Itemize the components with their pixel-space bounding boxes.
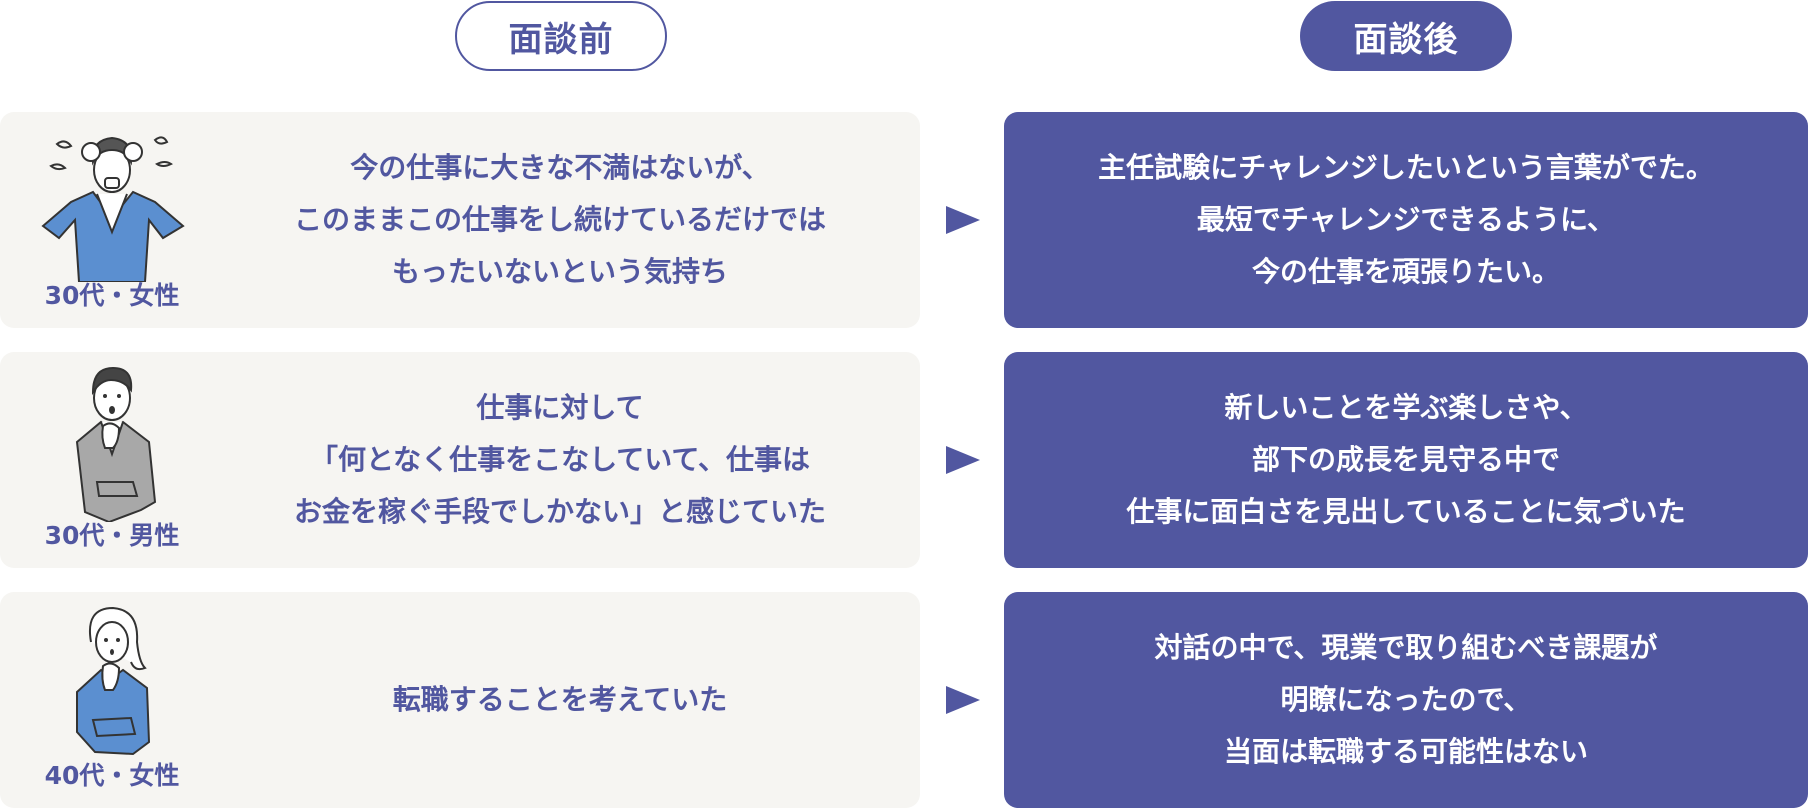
persona: 30代・男性 [20,362,204,562]
persona: 30代・女性 [20,122,204,322]
comparison-row: 30代・女性 今の仕事に大きな不満はないが、 このままこの仕事をし続けているだけ… [0,112,1808,328]
comparison-row: 30代・男性 仕事に対して 「何となく仕事をこなしていて、仕事は お金を稼ぐ手段… [0,352,1808,568]
before-card: 40代・女性 転職することを考えていた [0,592,920,808]
text-line: このままこの仕事をし続けているだけでは [293,203,826,236]
text-line: 新しいことを学ぶ楽しさや、 [1224,391,1588,424]
arrow-right-icon [946,446,980,474]
persona-label: 30代・女性 [44,281,180,310]
text-line: お金を稼ぐ手段でしかない」と感じていた [293,495,826,528]
persona-label: 40代・女性 [44,761,180,790]
after-card: 主任試験にチャレンジしたいという言葉がでた。 最短でチャレンジできるように、 今… [1004,112,1808,328]
text-line: 仕事に対して [476,391,644,424]
comparison-row: 40代・女性 転職することを考えていた 対話の中で、現業で取り組むべき課題が 明… [0,592,1808,808]
text-line: 転職することを考えていた [392,683,728,716]
after-card: 対話の中で、現業で取り組むべき課題が 明瞭になったので、 当面は転職する可能性は… [1004,592,1808,808]
text-line: もったいないという気持ち [391,255,728,288]
arrow-right-icon [946,686,980,714]
text-line: 主任試験にチャレンジしたいという言葉がでた。 [1098,151,1714,184]
thinking-woman-illustration-icon [76,606,151,756]
text-line: 対話の中で、現業で取り組むべき課題が [1154,631,1658,664]
text-line: 仕事に面白さを見出していることに気づいた [1126,495,1686,528]
stressed-woman-illustration-icon [41,136,185,282]
before-card: 30代・男性 仕事に対して 「何となく仕事をこなしていて、仕事は お金を稼ぐ手段… [0,352,920,568]
text-line: 今の仕事を頑張りたい。 [1251,255,1560,288]
after-interview-label: 面談後 [1300,1,1512,71]
text-line: 「何となく仕事をこなしていて、仕事は [309,443,811,476]
persona: 40代・女性 [20,602,204,802]
text-line: 明瞭になったので、 [1280,683,1532,716]
before-text: 仕事に対して 「何となく仕事をこなしていて、仕事は お金を稼ぐ手段でしかない」と… [230,352,890,568]
persona-label: 30代・男性 [44,521,180,550]
before-text: 転職することを考えていた [230,592,890,808]
before-interview-label: 面談前 [455,1,667,71]
before-card: 30代・女性 今の仕事に大きな不満はないが、 このままこの仕事をし続けているだけ… [0,112,920,328]
after-card: 新しいことを学ぶ楽しさや、 部下の成長を見守る中で 仕事に面白さを見出しているこ… [1004,352,1808,568]
text-line: 部下の成長を見守る中で [1251,443,1560,476]
text-line: 今の仕事に大きな不満はないが、 [350,151,770,184]
thinking-man-illustration-icon [75,366,157,522]
text-line: 当面は転職する可能性はない [1223,735,1588,768]
arrow-right-icon [946,206,980,234]
text-line: 最短でチャレンジできるように、 [1196,203,1616,236]
before-text: 今の仕事に大きな不満はないが、 このままこの仕事をし続けているだけでは もったい… [230,112,890,328]
